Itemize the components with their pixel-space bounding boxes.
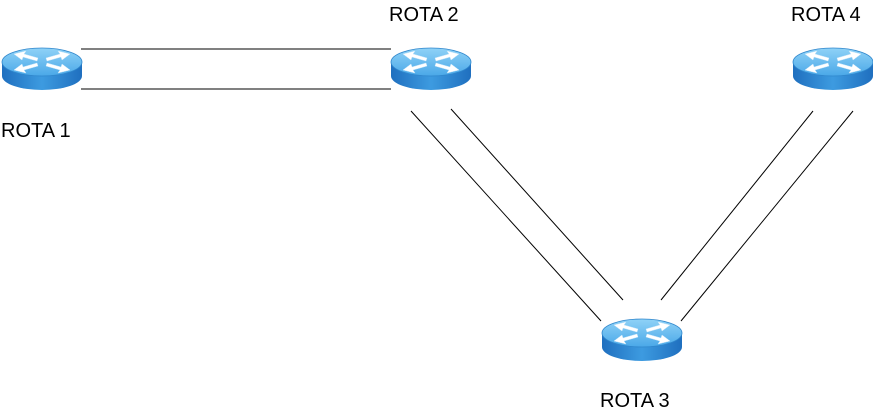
node-label: ROTA 1 xyxy=(1,120,71,142)
link-line xyxy=(660,110,814,301)
router-node-rota-4[interactable]: ROTA 4 xyxy=(791,4,873,91)
link-line xyxy=(450,108,624,301)
link-line xyxy=(680,110,854,322)
router-node-rota-1[interactable]: ROTA 1 xyxy=(1,47,83,142)
link-rota4-rota3 xyxy=(660,110,854,322)
node-label: ROTA 3 xyxy=(600,390,670,412)
router-node-rota-3[interactable]: ROTA 3 xyxy=(600,318,683,412)
node-label: ROTA 4 xyxy=(791,4,861,26)
router-node-rota-2[interactable]: ROTA 2 xyxy=(389,4,472,91)
links xyxy=(81,48,854,322)
router-icon xyxy=(1,47,83,91)
link-line xyxy=(410,110,602,322)
router-icon xyxy=(390,47,472,91)
router-icon xyxy=(601,318,683,362)
router-icon xyxy=(792,47,873,91)
node-label: ROTA 2 xyxy=(389,4,459,26)
link-rota2-rota3 xyxy=(410,108,624,322)
link-rota1-rota2 xyxy=(81,48,391,90)
